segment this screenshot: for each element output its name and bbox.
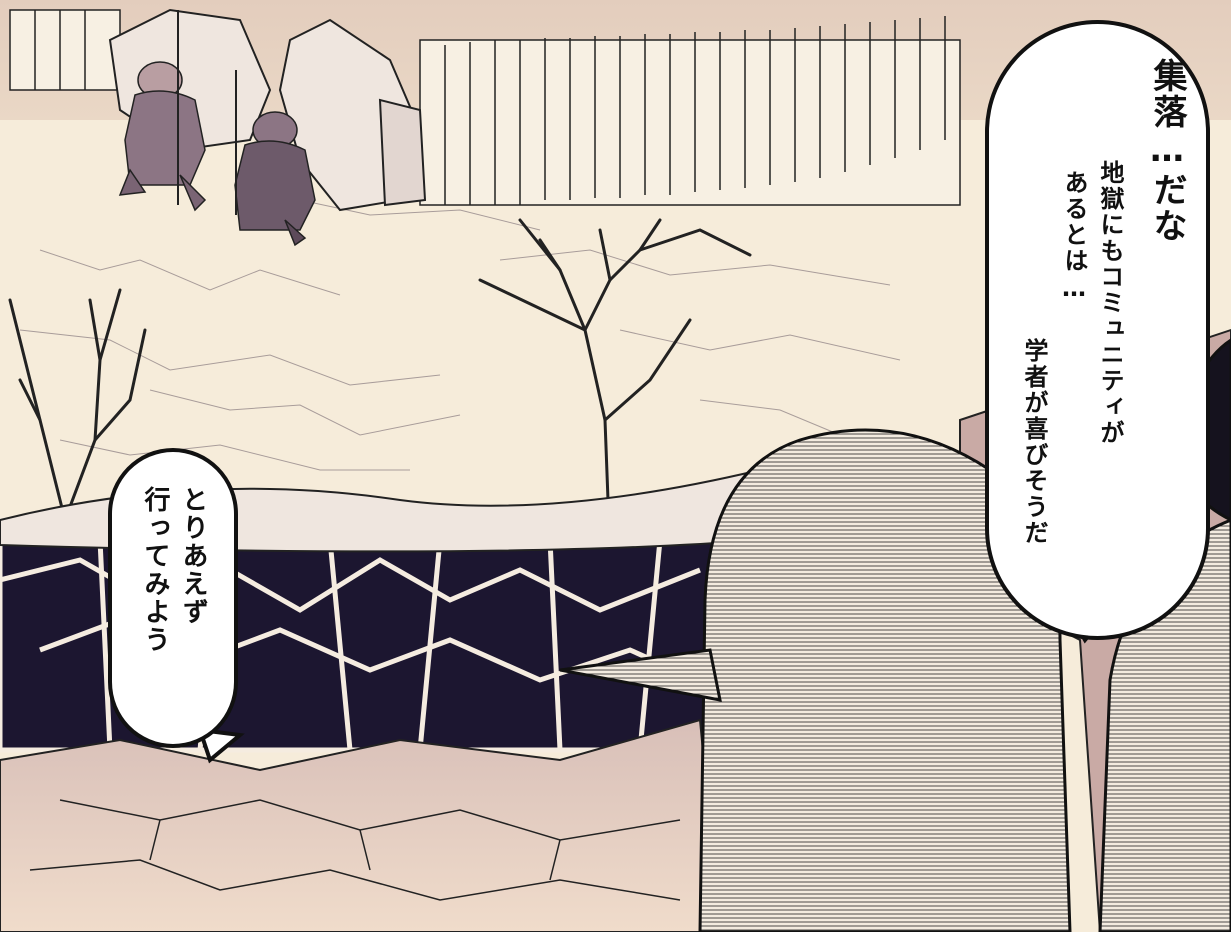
creature-guard-right bbox=[234, 70, 316, 247]
speech-line-5: とりあえず bbox=[178, 486, 208, 626]
speech-line-6: 行ってみよう bbox=[140, 486, 170, 654]
speech-bubble-right bbox=[985, 20, 1210, 640]
speech-line-2: 地獄にもコミュニティが bbox=[1096, 160, 1124, 446]
foreground-rocks bbox=[0, 718, 722, 932]
dead-tree-center bbox=[478, 218, 752, 502]
rock-cracks bbox=[29, 799, 681, 901]
speech-line-3: あるとは… bbox=[1060, 170, 1088, 304]
bubble-tail-left bbox=[197, 727, 245, 764]
creature-guard-left bbox=[118, 10, 207, 212]
left-fence bbox=[9, 9, 121, 91]
character-hooded bbox=[559, 428, 1072, 932]
speech-line-1: 集落…だな bbox=[1147, 58, 1187, 244]
speech-bubble-left bbox=[108, 448, 238, 748]
wooden-fence bbox=[419, 16, 961, 206]
speech-line-4: 学者が喜びそうだ bbox=[1020, 338, 1048, 546]
